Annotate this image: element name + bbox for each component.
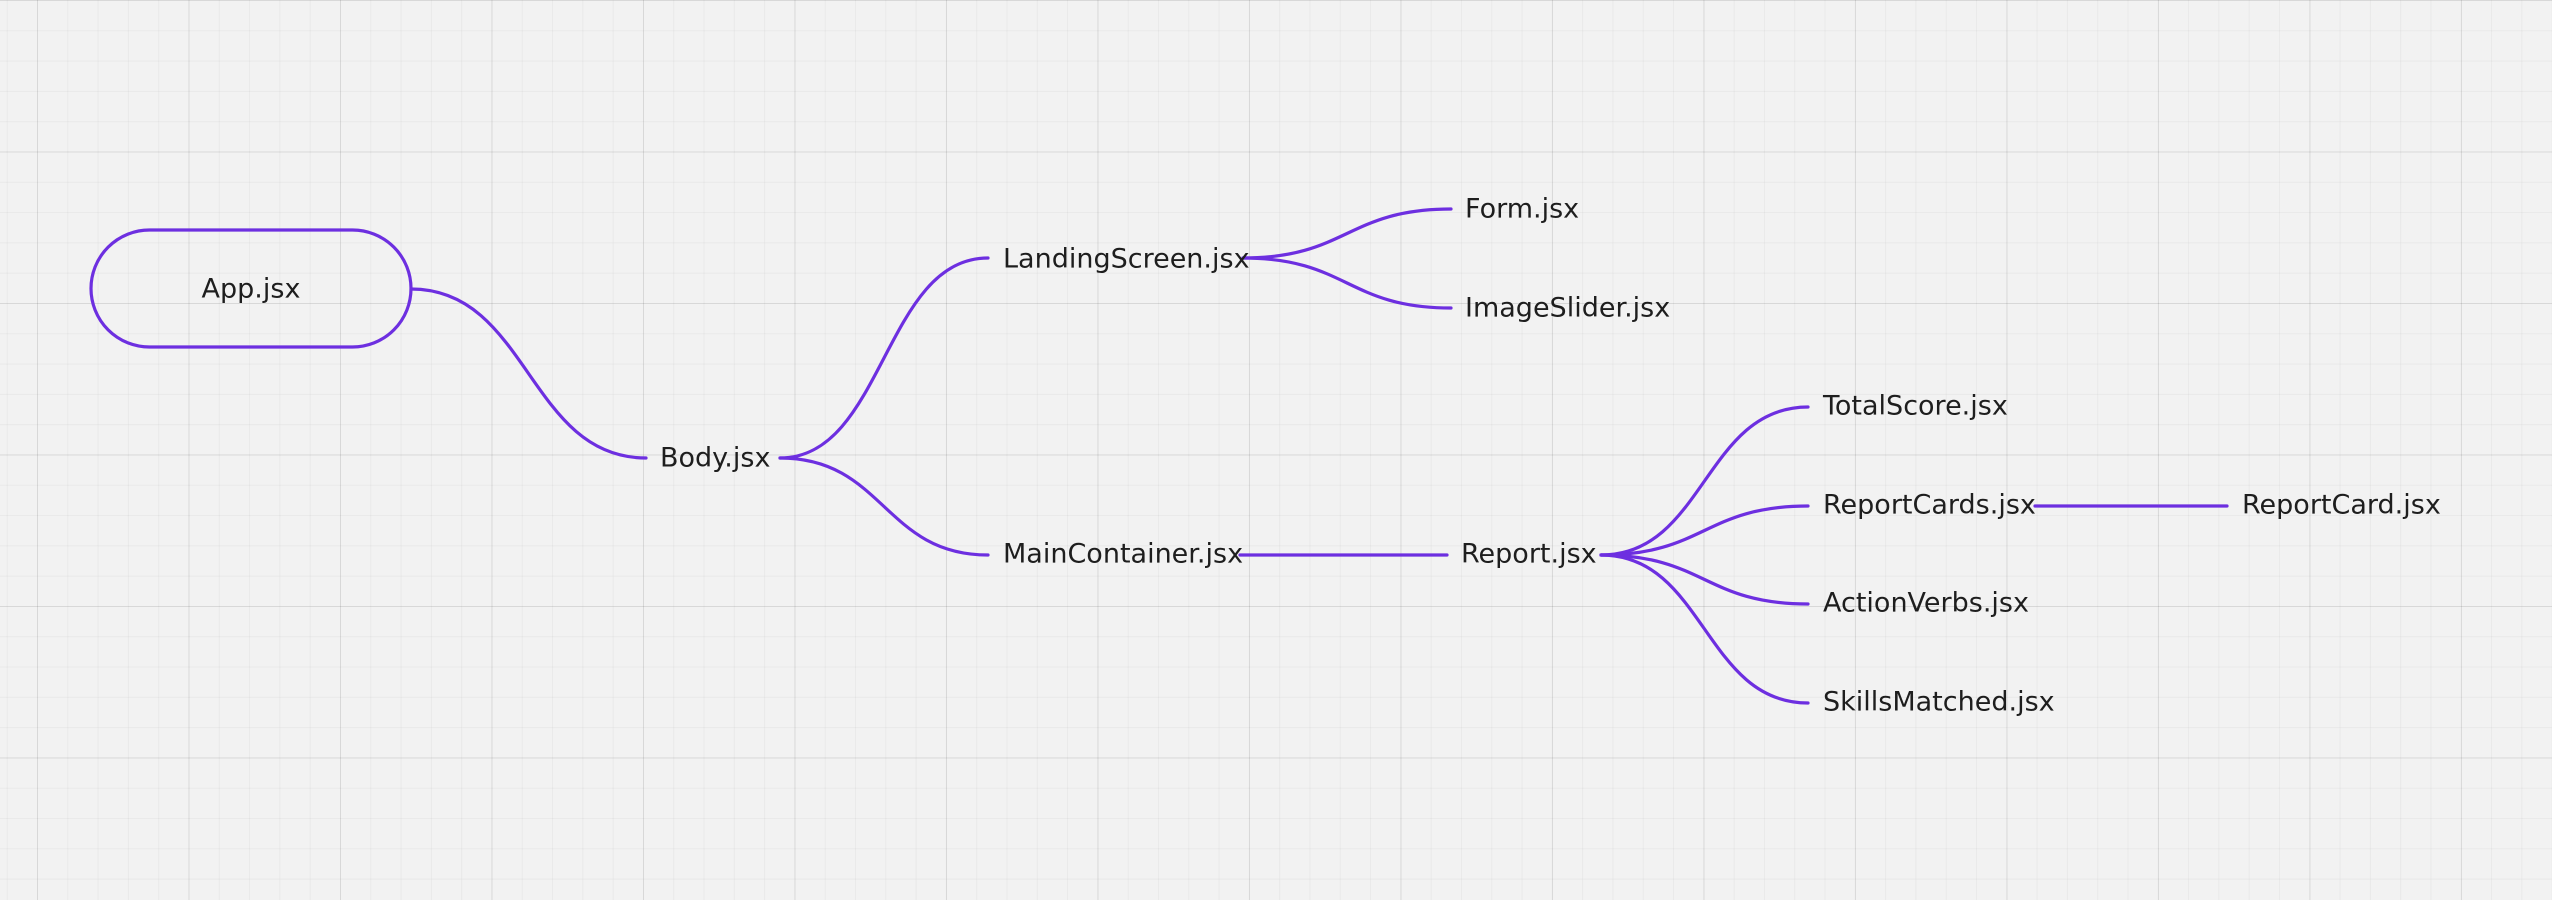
connector-body-to-landing bbox=[778, 256, 990, 460]
mindmap-node-total-score[interactable]: TotalScore.jsx bbox=[1822, 391, 2008, 422]
node-label-total-score: TotalScore.jsx bbox=[1822, 391, 2008, 422]
node-label-landing-screen: LandingScreen.jsx bbox=[1003, 244, 1250, 275]
connector-report-to-verbs bbox=[1599, 553, 1810, 606]
mindmap-node-body[interactable]: Body.jsx bbox=[660, 443, 770, 474]
mindmap-node-app[interactable]: App.jsx bbox=[89, 228, 413, 349]
node-label-report: Report.jsx bbox=[1461, 539, 1597, 570]
mindmap-node-main-container[interactable]: MainContainer.jsx bbox=[1003, 539, 1243, 570]
node-label-body: Body.jsx bbox=[660, 443, 770, 474]
node-label-image-slider: ImageSlider.jsx bbox=[1465, 293, 1670, 324]
connector-layer bbox=[409, 207, 2229, 705]
mindmap-node-image-slider[interactable]: ImageSlider.jsx bbox=[1465, 293, 1670, 324]
node-label-form: Form.jsx bbox=[1465, 194, 1579, 225]
root-node-pill[interactable] bbox=[89, 228, 413, 349]
mindmap-node-report[interactable]: Report.jsx bbox=[1461, 539, 1597, 570]
mindmap-node-action-verbs[interactable]: ActionVerbs.jsx bbox=[1823, 588, 2029, 619]
connector-body-to-main bbox=[778, 456, 990, 557]
mindmap-node-skills-matched[interactable]: SkillsMatched.jsx bbox=[1823, 687, 2055, 718]
node-label-skills-matched: SkillsMatched.jsx bbox=[1823, 687, 2055, 718]
node-label-report-cards: ReportCards.jsx bbox=[1823, 490, 2036, 521]
node-label-action-verbs: ActionVerbs.jsx bbox=[1823, 588, 2029, 619]
node-label-report-card: ReportCard.jsx bbox=[2242, 490, 2441, 521]
connector-report-to-skills bbox=[1599, 553, 1810, 705]
connector-report-to-total bbox=[1599, 405, 1810, 557]
node-label-main-container: MainContainer.jsx bbox=[1003, 539, 1243, 570]
connector-report-to-cards bbox=[1599, 504, 1810, 557]
mindmap-node-report-cards[interactable]: ReportCards.jsx bbox=[1823, 490, 2036, 521]
node-label-app: App.jsx bbox=[202, 274, 301, 305]
mindmap-node-report-card[interactable]: ReportCard.jsx bbox=[2242, 490, 2441, 521]
mindmap-node-form[interactable]: Form.jsx bbox=[1465, 194, 1579, 225]
connector-landing-to-slider bbox=[1241, 256, 1453, 310]
mindmap-node-landing-screen[interactable]: LandingScreen.jsx bbox=[1003, 244, 1250, 275]
connector-landing-to-form bbox=[1241, 207, 1453, 260]
connector-app-to-body bbox=[409, 287, 648, 460]
